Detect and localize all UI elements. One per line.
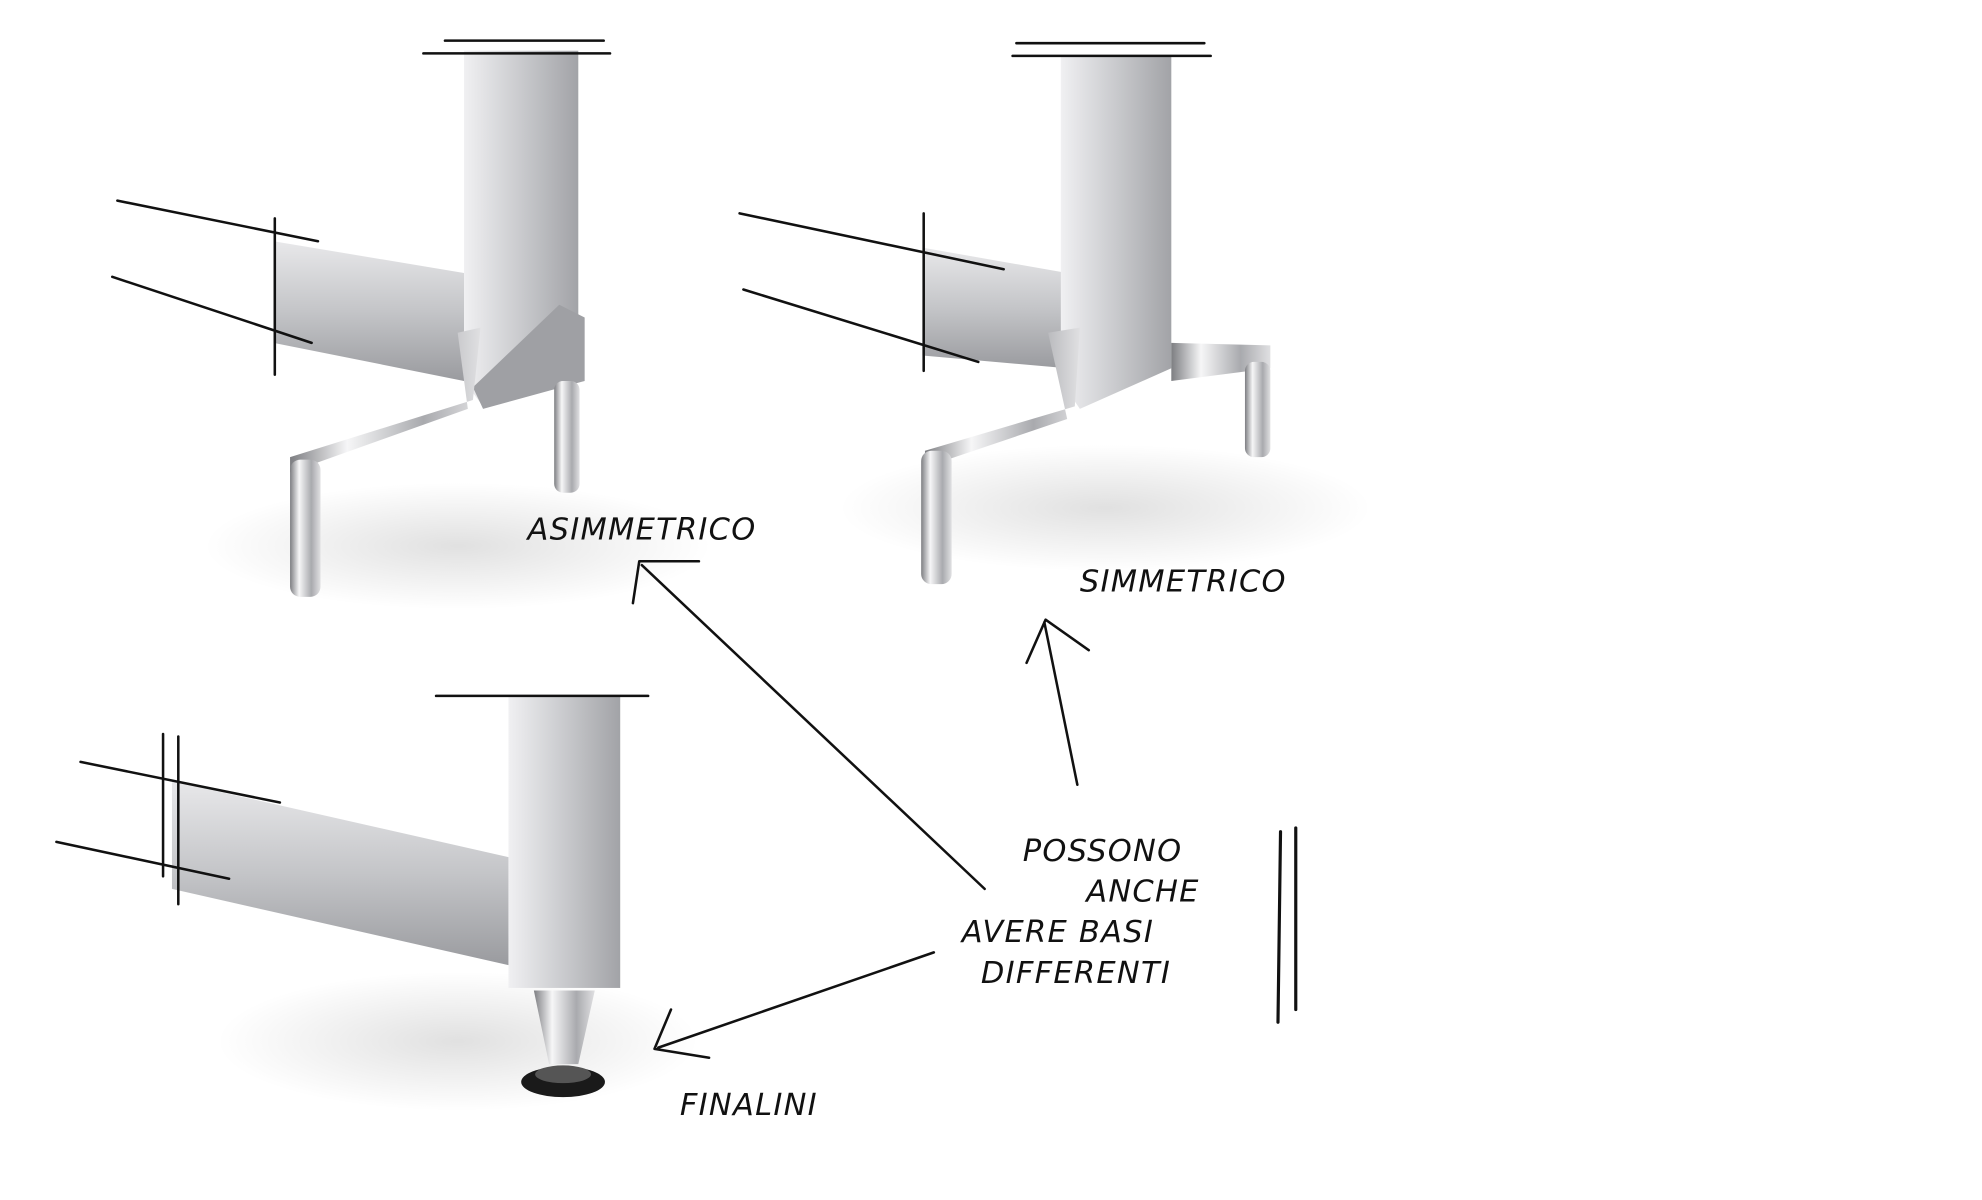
label-asimmetrico: ASIMMETRICO — [526, 513, 757, 548]
arrow-to-finalini — [653, 951, 936, 1060]
note-different-bases: POSSONO ANCHE AVERE BASI DIFFERENTI — [960, 826, 1298, 1024]
label-simmetrico: SIMMETRICO — [1080, 565, 1287, 600]
arrow-to-simmetrico — [1025, 618, 1091, 787]
note-line-4: DIFFERENTI — [981, 956, 1171, 991]
asymmetric-leg — [111, 39, 712, 610]
arrows — [631, 559, 1091, 1060]
leg-with-feet — [55, 694, 699, 1112]
note-line-2: ANCHE — [1084, 875, 1199, 910]
symmetric-leg — [738, 41, 1372, 585]
note-line-1: POSSONO — [1023, 834, 1183, 869]
label-finalini: FINALINI — [680, 1088, 818, 1123]
arrow-to-asimmetrico — [631, 559, 986, 891]
note-line-3: AVERE BASI — [960, 915, 1154, 950]
